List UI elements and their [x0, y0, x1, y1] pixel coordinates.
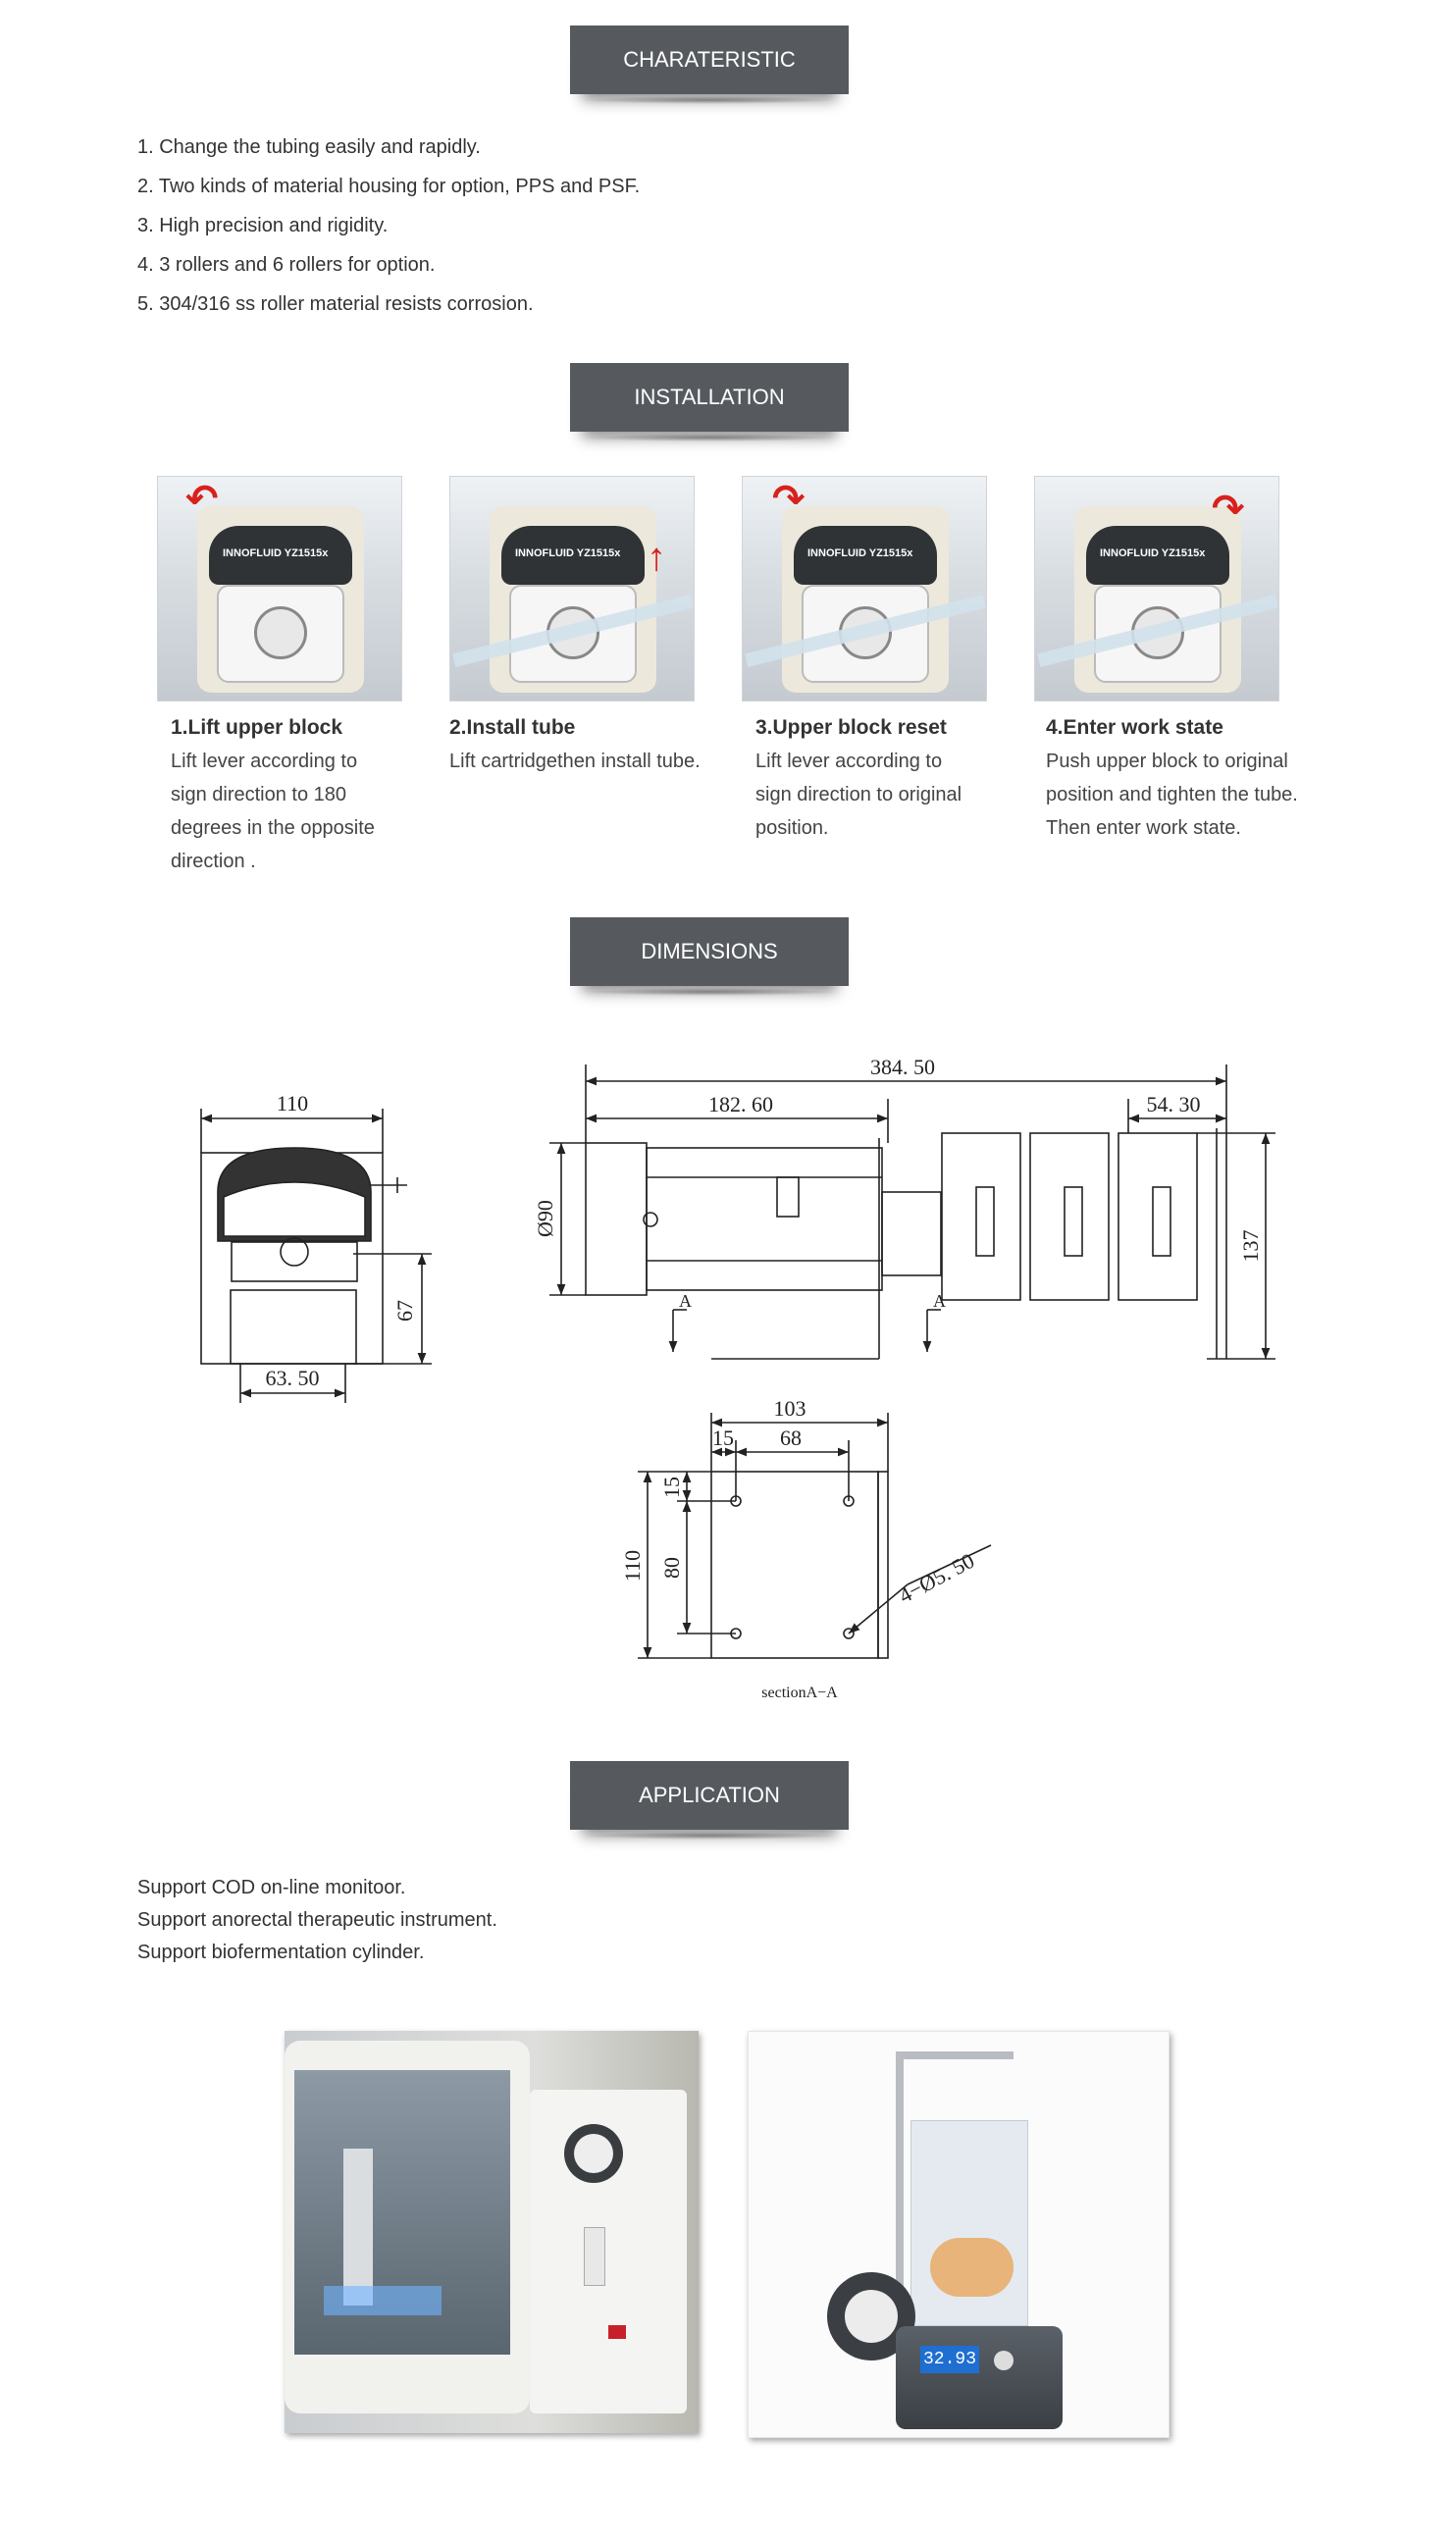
step-title: 3.Upper block reset: [755, 716, 947, 739]
pump-base: [217, 585, 344, 683]
step-line: Lift lever according to: [755, 751, 943, 772]
up-arrow-icon: ↑: [647, 536, 666, 579]
step-line: sign direction to original: [755, 784, 962, 805]
dim-plate-holes: 4−Ø5. 50: [895, 1548, 978, 1608]
section-header-charateristic: CHARATERISTIC: [570, 26, 849, 104]
step-4-photo: INNOFLUID YZ1515x ↷: [1034, 476, 1279, 701]
section-marker-left: A: [679, 1291, 692, 1311]
curved-arrow-icon: ↷: [772, 478, 806, 521]
pump-rotor: [254, 606, 307, 659]
pump-brand-label: INNOFLUID YZ1515x: [515, 547, 621, 559]
dim-plate-height: 110: [620, 1550, 645, 1582]
section-header-dimensions: DIMENSIONS: [570, 917, 849, 996]
step-1-photo: INNOFLUID YZ1515x ↶: [157, 476, 402, 701]
step-1-text: 1.Lift upper block Lift lever according …: [171, 711, 455, 878]
section-plate-drawing: [638, 1413, 992, 1659]
section-title: INSTALLATION: [634, 385, 785, 409]
feature-item: 5. 304/316 ss roller material resists co…: [137, 293, 534, 315]
sample-contents: [930, 2238, 1014, 2297]
curved-arrow-icon: ↷: [1212, 488, 1245, 531]
feature-list: 1. Change the tubing easily and rapidly.…: [137, 128, 640, 324]
dim-front-bottom: 63. 50: [266, 1366, 320, 1390]
display-readout: 32.93: [920, 2346, 979, 2373]
step-line: degrees in the opposite: [171, 817, 375, 839]
pump-rotor: [574, 2134, 613, 2173]
pump-head: [209, 526, 352, 585]
step-line: Push upper block to original: [1046, 751, 1288, 772]
cod-monitor-photo: [285, 2031, 699, 2433]
step-title: 1.Lift upper block: [171, 716, 343, 739]
led-glow: [324, 2286, 442, 2315]
step-2-photo: INNOFLUID YZ1515x ↑: [449, 476, 695, 701]
reagent-vial: [584, 2227, 605, 2286]
step-line: Lift cartridgethen install tube.: [449, 751, 701, 772]
dim-side-head: 54. 30: [1147, 1092, 1201, 1116]
dim-side-diameter: Ø90: [533, 1200, 557, 1237]
dim-plate-hole-spacing: 68: [780, 1426, 802, 1450]
step-line: sign direction to 180: [171, 784, 347, 805]
biofermentation-photo: 32.93: [748, 2031, 1170, 2438]
control-unit: [896, 2326, 1063, 2429]
dimension-drawings: 110 67 63. 50 384. 50 182. 60 54. 30 Ø90…: [200, 1055, 1275, 1701]
dim-side-height: 137: [1238, 1230, 1263, 1263]
power-switch: [608, 2325, 626, 2339]
front-view-drawing: [200, 1109, 432, 1403]
dim-plate-hole-vertical: 80: [659, 1557, 684, 1579]
step-4-text: 4.Enter work state Push upper block to o…: [1046, 711, 1330, 845]
step-line: Then enter work state.: [1046, 817, 1241, 839]
step-3-photo: INNOFLUID YZ1515x ↷: [742, 476, 987, 701]
feature-item: 1. Change the tubing easily and rapidly.: [137, 136, 481, 158]
pump-head: [1086, 526, 1229, 585]
dim-plate-width: 103: [774, 1396, 806, 1421]
step-3-text: 3.Upper block reset Lift lever according…: [755, 711, 1040, 845]
step-line: position.: [755, 817, 829, 839]
pump-head: [794, 526, 937, 585]
application-list: Support COD on-line monitoor. Support an…: [137, 1872, 497, 1969]
section-caption: sectionA−A: [761, 1685, 838, 1701]
side-view-drawing: [549, 1064, 1275, 1360]
feature-item: 4. 3 rollers and 6 rollers for option.: [137, 254, 436, 276]
step-2-text: 2.Install tube Lift cartridgethen instal…: [449, 711, 734, 778]
stand-arm: [896, 2051, 1014, 2059]
curved-arrow-icon: ↶: [185, 478, 219, 521]
pump-brand-label: INNOFLUID YZ1515x: [807, 547, 913, 559]
stand-rod: [896, 2051, 904, 2297]
pump-head: [501, 526, 645, 585]
feature-item: 3. High precision and rigidity.: [137, 215, 389, 236]
section-header-application: APPLICATION: [570, 1761, 849, 1840]
application-item: Support COD on-line monitoor.: [137, 1877, 406, 1898]
application-item: Support anorectal therapeutic instrument…: [137, 1909, 497, 1931]
control-knob: [994, 2351, 1014, 2370]
dim-front-width: 110: [277, 1091, 308, 1115]
pump-brand-label: INNOFLUID YZ1515x: [1100, 547, 1206, 559]
section-title: APPLICATION: [639, 1783, 780, 1807]
syringe-column: [343, 2149, 373, 2306]
step-line: direction .: [171, 851, 256, 872]
pump-brand-label: INNOFLUID YZ1515x: [223, 547, 329, 559]
section-title: DIMENSIONS: [641, 939, 778, 963]
step-line: position and tighten the tube.: [1046, 784, 1298, 805]
dim-side-motor: 182. 60: [708, 1092, 773, 1116]
step-line: Lift lever according to: [171, 751, 358, 772]
step-title: 4.Enter work state: [1046, 716, 1223, 739]
dim-side-total: 384. 50: [870, 1055, 935, 1079]
section-title: CHARATERISTIC: [623, 47, 796, 72]
dim-plate-top: 15: [659, 1477, 684, 1498]
section-marker-right: A: [933, 1291, 946, 1311]
dim-front-height: 67: [392, 1300, 417, 1322]
pump-rotor: [845, 2290, 898, 2343]
dim-plate-left: 15: [712, 1426, 734, 1450]
section-header-installation: INSTALLATION: [570, 363, 849, 441]
application-item: Support biofermentation cylinder.: [137, 1942, 425, 1963]
step-title: 2.Install tube: [449, 716, 576, 739]
feature-item: 2. Two kinds of material housing for opt…: [137, 176, 641, 197]
